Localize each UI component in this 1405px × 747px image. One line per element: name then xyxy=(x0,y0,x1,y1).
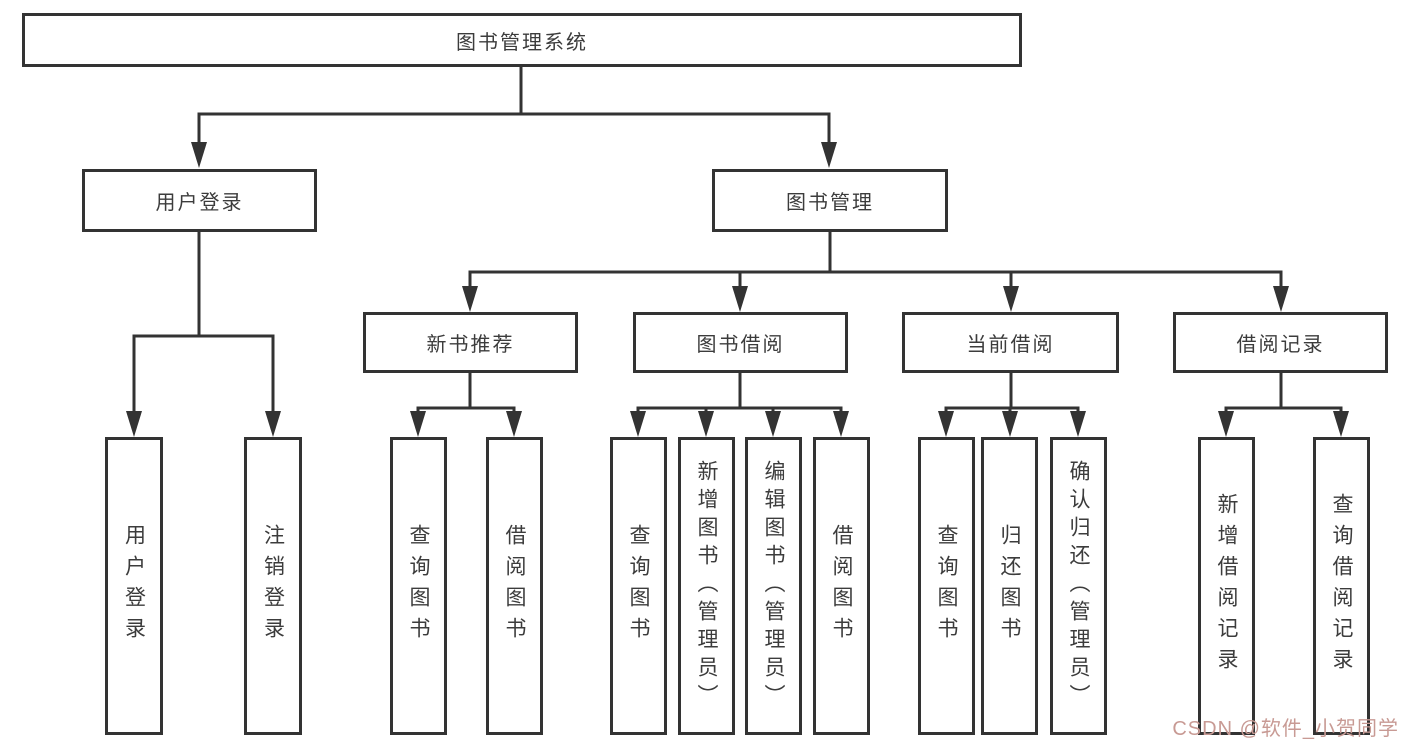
node-label: 新增借阅记录 xyxy=(1215,493,1238,679)
node-label: 图书借阅 xyxy=(696,334,785,356)
node-label: 确认归还（管理员） xyxy=(1067,460,1090,712)
leaf-add-borrow-record: 新增借阅记录 xyxy=(1198,437,1255,735)
leaf-borrow-books-1: 借阅图书 xyxy=(486,437,543,735)
node-book-borrowing: 图书借阅 xyxy=(633,312,848,373)
leaf-borrow-books-2: 借阅图书 xyxy=(813,437,870,735)
leaf-add-book-admin: 新增图书（管理员） xyxy=(678,437,735,735)
node-book-management: 图书管理 xyxy=(712,169,948,232)
node-label: 借阅图书 xyxy=(503,524,526,648)
node-label: 注销登录 xyxy=(261,524,285,648)
leaf-edit-book-admin: 编辑图书（管理员） xyxy=(745,437,802,735)
node-label: 图书管理 xyxy=(786,192,874,214)
node-current-borrowing: 当前借阅 xyxy=(902,312,1119,373)
node-user-login: 用户登录 xyxy=(82,169,317,232)
leaf-confirm-return-admin: 确认归还（管理员） xyxy=(1050,437,1107,735)
node-label: 用户登录 xyxy=(155,192,244,214)
leaf-query-books-3: 查询图书 xyxy=(918,437,975,735)
leaf-query-borrow-record: 查询借阅记录 xyxy=(1313,437,1370,735)
node-label: 查询图书 xyxy=(407,524,430,648)
node-label: 编辑图书（管理员） xyxy=(762,460,785,712)
node-new-book-recommend: 新书推荐 xyxy=(363,312,578,373)
node-root: 图书管理系统 xyxy=(22,13,1022,67)
node-label: 查询借阅记录 xyxy=(1330,493,1353,679)
node-label: 借阅记录 xyxy=(1236,334,1325,356)
node-label: 借阅图书 xyxy=(830,524,853,648)
node-label: 归还图书 xyxy=(998,524,1021,648)
node-label: 新增图书（管理员） xyxy=(695,460,718,712)
leaf-query-books-1: 查询图书 xyxy=(390,437,447,735)
leaf-query-books-2: 查询图书 xyxy=(610,437,667,735)
node-label: 图书管理系统 xyxy=(456,31,588,54)
node-label: 新书推荐 xyxy=(426,334,515,356)
node-label: 查询图书 xyxy=(935,524,958,648)
leaf-return-books: 归还图书 xyxy=(981,437,1038,735)
node-label: 当前借阅 xyxy=(966,334,1055,356)
node-label: 用户登录 xyxy=(122,524,146,648)
node-borrowing-records: 借阅记录 xyxy=(1173,312,1388,373)
leaf-logout-login: 注销登录 xyxy=(244,437,302,735)
watermark: CSDN @软件_小贺同学 xyxy=(1172,718,1399,740)
leaf-user-login: 用户登录 xyxy=(105,437,163,735)
node-label: 查询图书 xyxy=(627,524,650,648)
